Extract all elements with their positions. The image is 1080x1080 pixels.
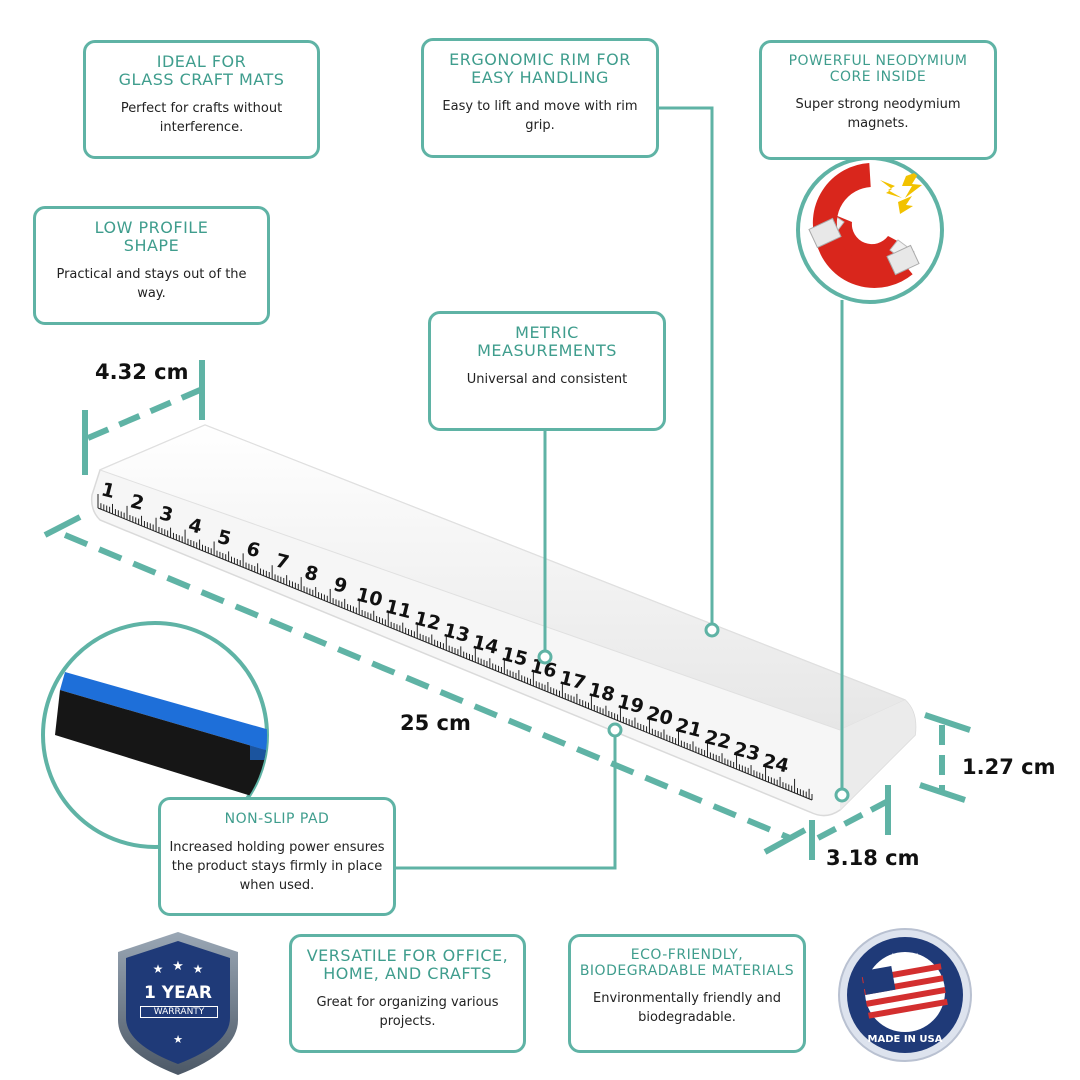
card-low-profile-title: LOW PROFILE SHAPE xyxy=(94,218,209,255)
ruler-number: 4 xyxy=(186,514,204,539)
card-eco-friendly: ECO-FRIENDLY, BIODEGRADABLE MATERIALS En… xyxy=(568,934,806,1053)
nonslip-pad-image xyxy=(41,621,269,849)
card-neodymium-core-title: POWERFUL NEODYMIUM CORE INSIDE xyxy=(788,53,968,85)
ruler-number: 6 xyxy=(244,538,262,563)
card-neodymium-core-desc: Super strong neodymium magnets. xyxy=(795,97,961,131)
svg-text:★: ★ xyxy=(173,1033,183,1046)
svg-text:★: ★ xyxy=(193,962,204,976)
card-low-profile: LOW PROFILE SHAPE Practical and stays ou… xyxy=(33,206,270,325)
dimension-lines xyxy=(43,360,971,860)
card-low-profile-desc: Practical and stays out of the way. xyxy=(56,267,247,301)
usa-badge-text: MADE IN USA xyxy=(867,1034,943,1045)
svg-text:★: ★ xyxy=(172,959,184,974)
ruler-number: 1 xyxy=(99,478,117,503)
card-ergonomic-rim: ERGONOMIC RIM FOR EASY HANDLING Easy to … xyxy=(421,38,659,158)
card-nonslip-pad: NON-SLIP PAD Increased holding power ens… xyxy=(158,797,396,916)
ruler-number: 9 xyxy=(331,573,349,598)
card-ergonomic-rim-title: ERGONOMIC RIM FOR EASY HANDLING xyxy=(449,50,631,87)
ruler-number: 5 xyxy=(215,526,233,551)
card-glass-craft-title: IDEAL FOR GLASS CRAFT MATS xyxy=(118,52,285,89)
card-metric: METRIC MEASUREMENTS Universal and consis… xyxy=(428,311,666,431)
ruler-number: 7 xyxy=(273,550,291,575)
warranty-line1: 1 YEAR xyxy=(144,983,212,1003)
warranty-line2: WARRANTY xyxy=(140,1006,218,1018)
svg-text:★: ★ xyxy=(153,962,164,976)
svg-text:★ ★ ★: ★ ★ ★ xyxy=(888,952,921,963)
card-eco-friendly-title: ECO-FRIENDLY, BIODEGRADABLE MATERIALS xyxy=(579,947,795,979)
ruler-ticks xyxy=(97,494,813,801)
card-eco-friendly-desc: Environmentally friendly and biodegradab… xyxy=(593,991,781,1025)
ruler-number: 3 xyxy=(157,502,175,527)
card-metric-title: METRIC MEASUREMENTS xyxy=(477,323,617,360)
card-versatile-desc: Great for organizing various projects. xyxy=(316,995,499,1029)
card-glass-craft-desc: Perfect for crafts without interference. xyxy=(120,101,283,135)
dimension-length: 25 cm xyxy=(400,711,471,735)
card-metric-desc: Universal and consistent xyxy=(466,372,628,387)
ruler-number: 8 xyxy=(302,562,320,587)
card-neodymium-core: POWERFUL NEODYMIUM CORE INSIDE Super str… xyxy=(759,40,997,160)
card-nonslip-pad-title: NON-SLIP PAD xyxy=(224,811,330,827)
connector-lines xyxy=(396,106,844,870)
card-versatile: VERSATILE FOR OFFICE, HOME, AND CRAFTS G… xyxy=(289,934,526,1053)
ruler-number: 2 xyxy=(128,490,146,515)
dimension-height: 1.27 cm xyxy=(962,755,1056,779)
dimension-depth: 3.18 cm xyxy=(826,846,920,870)
connector-dots xyxy=(537,622,850,803)
warranty-shield-icon: ★ ★ ★ ★ xyxy=(118,932,238,1075)
magnet-icon xyxy=(796,156,944,304)
card-ergonomic-rim-desc: Easy to lift and move with rim grip. xyxy=(442,99,638,133)
card-versatile-title: VERSATILE FOR OFFICE, HOME, AND CRAFTS xyxy=(306,946,509,983)
dimension-width: 4.32 cm xyxy=(95,360,189,384)
card-nonslip-pad-desc: Increased holding power ensures the prod… xyxy=(169,840,385,893)
ruler-baseline xyxy=(97,507,813,801)
made-in-usa-badge-icon: ★ ★ ★ xyxy=(838,928,972,1062)
card-glass-craft: IDEAL FOR GLASS CRAFT MATS Perfect for c… xyxy=(83,40,320,159)
